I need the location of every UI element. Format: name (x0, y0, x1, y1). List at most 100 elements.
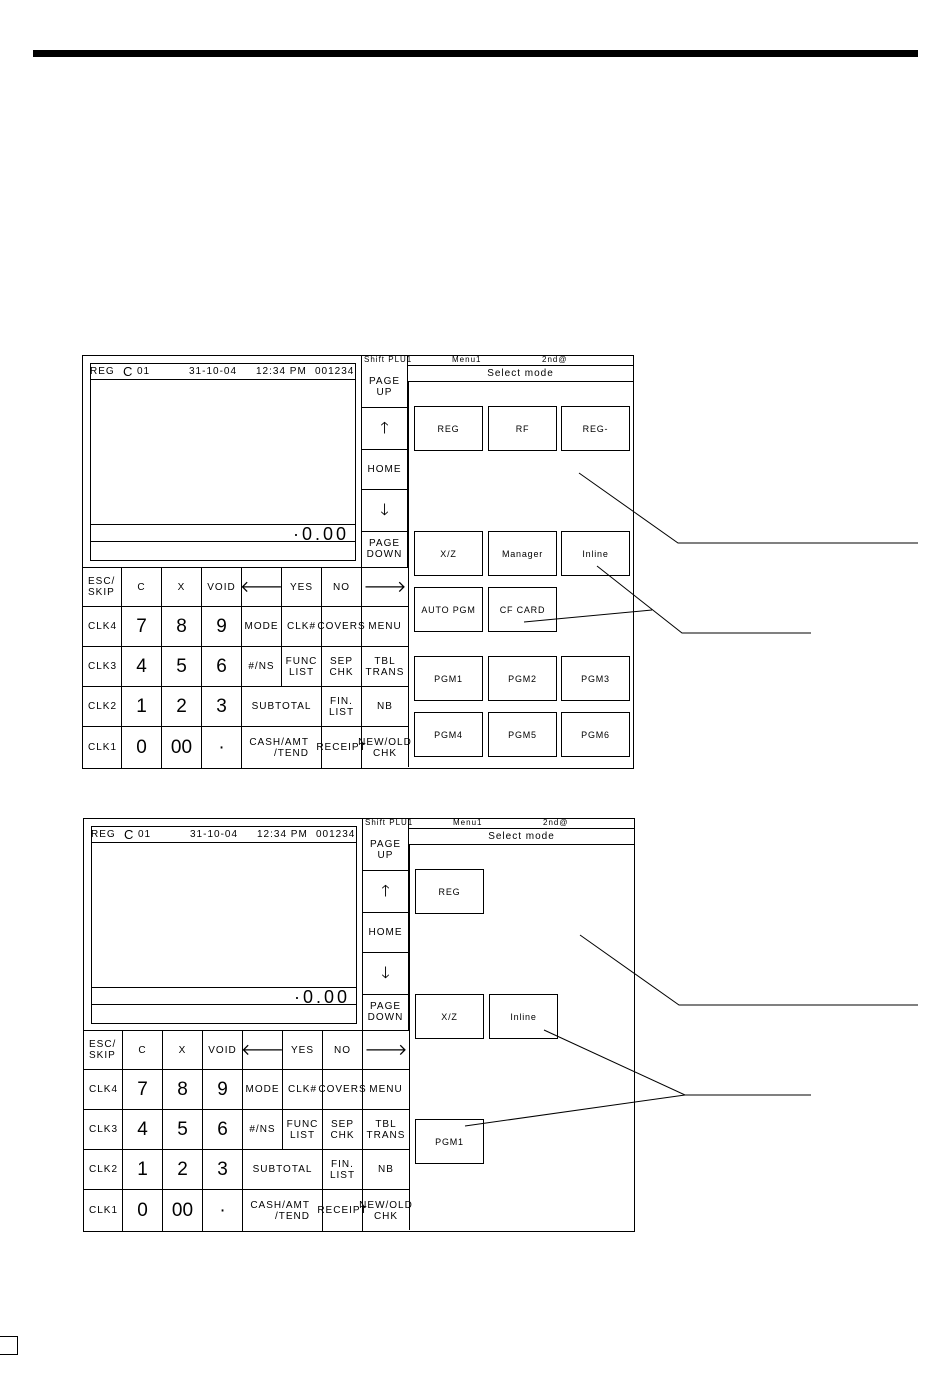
digit-4-key[interactable]: 4 (122, 647, 162, 687)
mode-button-inline[interactable]: Inline (489, 994, 558, 1039)
function-list-key[interactable]: FUNC LIST (283, 1110, 323, 1150)
subtotal-key[interactable]: SUBTOTAL (242, 687, 322, 727)
mode-button-reg[interactable]: REG (414, 406, 483, 451)
multiply-key[interactable]: X (162, 568, 202, 607)
clerk2-key[interactable]: CLK2 (84, 1150, 123, 1190)
function-list-key[interactable]: FUNC LIST (282, 647, 322, 687)
digit-2-key[interactable]: 2 (162, 687, 202, 727)
mode-button-pgm5[interactable]: PGM5 (488, 712, 557, 757)
digit-0-key[interactable]: 0 (123, 1190, 163, 1231)
yes-key[interactable]: YES (283, 1031, 323, 1070)
clerk1-key[interactable]: CLK1 (83, 727, 122, 768)
mode-button-pgm2[interactable]: PGM2 (488, 656, 557, 701)
receipt-key[interactable]: RECEIPT (317, 1190, 367, 1231)
yes-key[interactable]: YES (282, 568, 322, 607)
finalize-list-key[interactable]: FIN. LIST (322, 687, 362, 727)
double-zero-key[interactable]: 00 (162, 727, 202, 768)
mode-button-x-z[interactable]: X/Z (414, 531, 483, 576)
right-arrow-key[interactable]: 🡒 (362, 568, 408, 607)
new-balance-key[interactable]: NB (362, 687, 408, 727)
page-down-button[interactable]: PAGE DOWN (367, 1001, 404, 1023)
digit-5-key[interactable]: 5 (163, 1110, 203, 1150)
cash-amount-tender-key[interactable]: CASH/AMT /TEND (243, 1190, 323, 1231)
clear-key[interactable]: C (122, 568, 162, 607)
no-sale-key[interactable]: #/NS (242, 647, 282, 687)
covers-key[interactable]: COVERS (317, 607, 365, 647)
digit-7-key[interactable]: 7 (123, 1070, 163, 1110)
digit-1-key[interactable]: 1 (123, 1150, 163, 1190)
mode-button-pgm1[interactable]: PGM1 (415, 1119, 484, 1164)
left-arrow-key[interactable]: 🡐 (240, 568, 283, 607)
page-up-button[interactable]: PAGE UP (363, 830, 408, 871)
no-key[interactable]: NO (322, 568, 362, 607)
clerk-number-key[interactable]: CLK# (282, 607, 322, 647)
new-old-check-key[interactable]: NEW/OLD CHK (358, 736, 412, 759)
up-arrow-icon[interactable]: 🡑 (362, 407, 407, 450)
mode-button-reg[interactable]: REG- (561, 406, 630, 451)
digit-4-key[interactable]: 4 (123, 1110, 163, 1150)
home-button[interactable]: HOME (362, 449, 407, 490)
mode-button-pgm4[interactable]: PGM4 (414, 712, 483, 757)
esc-skip-key[interactable]: ESC/ SKIP (83, 568, 122, 607)
mode-key[interactable]: MODE (243, 1070, 283, 1110)
covers-key[interactable]: COVERS (318, 1070, 366, 1110)
table-transfer-key[interactable]: TBL TRANS (363, 1110, 409, 1150)
digit-9-key[interactable]: 9 (202, 607, 242, 647)
digit-6-key[interactable]: 6 (202, 647, 242, 687)
clerk3-key[interactable]: CLK3 (84, 1110, 123, 1150)
digit-7-key[interactable]: 7 (122, 607, 162, 647)
digit-3-key[interactable]: 3 (202, 687, 242, 727)
digit-1-key[interactable]: 1 (122, 687, 162, 727)
digit-3-key[interactable]: 3 (203, 1150, 243, 1190)
void-key[interactable]: VOID (202, 568, 242, 607)
mode-button-pgm3[interactable]: PGM3 (561, 656, 630, 701)
clerk1-key[interactable]: CLK1 (84, 1190, 123, 1231)
no-key[interactable]: NO (323, 1031, 363, 1070)
mode-button-pgm6[interactable]: PGM6 (561, 712, 630, 757)
up-arrow-icon[interactable]: 🡑 (363, 870, 408, 913)
mode-button-x-z[interactable]: X/Z (415, 994, 484, 1039)
mode-button-inline[interactable]: Inline (561, 531, 630, 576)
digit-5-key[interactable]: 5 (162, 647, 202, 687)
clerk-number-key[interactable]: CLK# (283, 1070, 323, 1110)
page-up-button[interactable]: PAGE UP (362, 367, 407, 408)
mode-key[interactable]: MODE (242, 607, 282, 647)
multiply-key[interactable]: X (163, 1031, 203, 1070)
digit-8-key[interactable]: 8 (162, 607, 202, 647)
double-zero-key[interactable]: 00 (163, 1190, 203, 1231)
separate-check-key[interactable]: SEP CHK (323, 1110, 363, 1150)
clerk4-key[interactable]: CLK4 (83, 607, 122, 647)
no-sale-key[interactable]: #/NS (243, 1110, 283, 1150)
clerk4-key[interactable]: CLK4 (84, 1070, 123, 1110)
mode-button-reg[interactable]: REG (415, 869, 484, 914)
menu-key[interactable]: MENU (363, 1070, 409, 1110)
void-key[interactable]: VOID (203, 1031, 243, 1070)
down-arrow-icon[interactable]: 🡓 (363, 952, 408, 995)
digit-0-key[interactable]: 0 (122, 727, 162, 768)
clerk2-key[interactable]: CLK2 (83, 687, 122, 727)
right-arrow-key[interactable]: 🡒 (363, 1031, 409, 1070)
mode-button-cf-card[interactable]: CF CARD (488, 587, 557, 632)
down-arrow-icon[interactable]: 🡓 (362, 489, 407, 532)
esc-skip-key[interactable]: ESC/ SKIP (84, 1031, 123, 1070)
digit-2-key[interactable]: 2 (163, 1150, 203, 1190)
clerk3-key[interactable]: CLK3 (83, 647, 122, 687)
finalize-list-key[interactable]: FIN. LIST (323, 1150, 363, 1190)
mode-button-pgm1[interactable]: PGM1 (414, 656, 483, 701)
cash-amount-tender-key[interactable]: CASH/AMT /TEND (242, 727, 322, 768)
digit-8-key[interactable]: 8 (163, 1070, 203, 1110)
mode-button-manager[interactable]: Manager (488, 531, 557, 576)
left-arrow-key[interactable]: 🡐 (241, 1031, 284, 1070)
mode-button-rf[interactable]: RF (488, 406, 557, 451)
digit-6-key[interactable]: 6 (203, 1110, 243, 1150)
page-down-button[interactable]: PAGE DOWN (366, 538, 403, 560)
clear-key[interactable]: C (123, 1031, 163, 1070)
decimal-point-key[interactable]: · (203, 1190, 243, 1231)
home-button[interactable]: HOME (363, 912, 408, 953)
subtotal-key[interactable]: SUBTOTAL (243, 1150, 323, 1190)
separate-check-key[interactable]: SEP CHK (322, 647, 362, 687)
receipt-key[interactable]: RECEIPT (316, 727, 366, 768)
mode-button-auto-pgm[interactable]: AUTO PGM (414, 587, 483, 632)
menu-key[interactable]: MENU (362, 607, 408, 647)
digit-9-key[interactable]: 9 (203, 1070, 243, 1110)
